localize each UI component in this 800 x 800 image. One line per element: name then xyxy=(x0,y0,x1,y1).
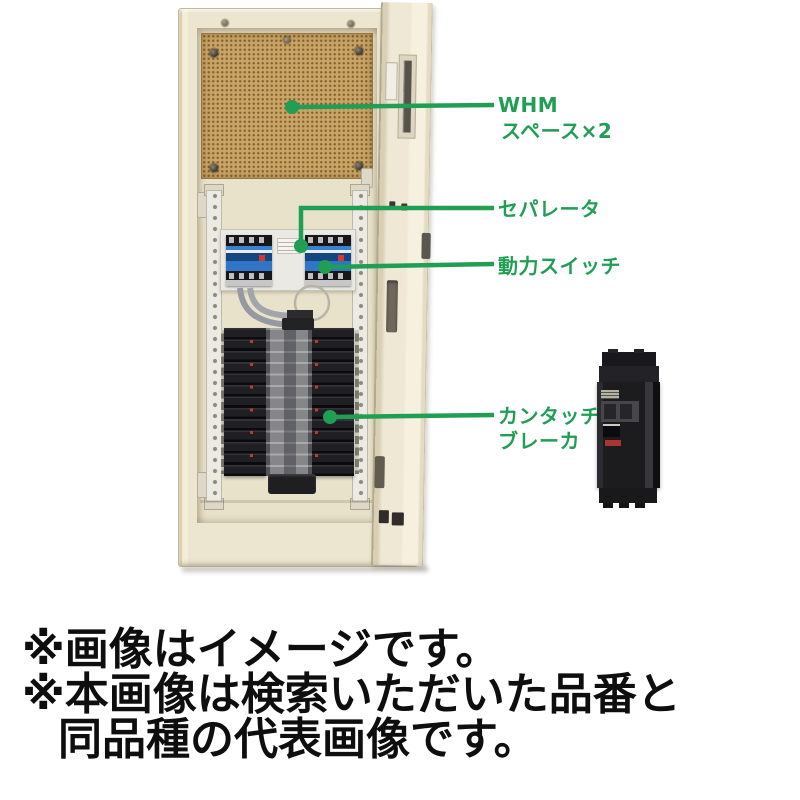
board-screw xyxy=(284,37,290,43)
power-switch-left xyxy=(226,235,272,286)
breaker-clips-right xyxy=(355,330,359,474)
breaker-toggle xyxy=(603,424,620,437)
breaker-top-cap xyxy=(602,349,656,368)
callout-label-whm: WHM スペース×2 xyxy=(498,92,612,144)
disclaimer-line-3: 同品種の代表画像です。 xyxy=(58,714,538,765)
door-latch-slit xyxy=(402,60,412,133)
busbar-cover xyxy=(284,328,296,476)
busbar-top-connector xyxy=(282,318,314,330)
breaker-terminals xyxy=(601,401,639,422)
board-screw xyxy=(355,47,363,55)
breaker-indicators-right xyxy=(315,340,318,468)
callout-label-kantouch-breaker: カンタッチ ブレーカ xyxy=(498,404,601,454)
breaker-clips-left xyxy=(221,330,225,474)
disclaimer-line-2: ※本画像は検索いただいた品番と xyxy=(22,669,681,720)
breaker-bottom-cap xyxy=(599,488,657,503)
door-foot xyxy=(378,510,389,524)
cabinet-door xyxy=(371,2,433,566)
branch-breaker-column-left xyxy=(224,328,266,476)
center-busbar xyxy=(266,328,312,476)
callout-label-separator: セパレータ xyxy=(498,197,601,221)
separator-plate xyxy=(277,238,301,254)
board-screw xyxy=(355,162,363,170)
cabinet-shadow xyxy=(182,566,428,572)
door-foot xyxy=(391,512,404,526)
trip-button xyxy=(259,255,265,261)
trip-button xyxy=(338,255,344,261)
disclaimer-line-1: ※画像はイメージです。 xyxy=(22,624,500,675)
breaker-red-indicator xyxy=(605,440,621,446)
breaker-mounting-feet xyxy=(603,503,649,508)
whm-label-line1: WHM xyxy=(498,93,559,117)
door-latch-plate xyxy=(385,62,398,101)
door-lower-slot xyxy=(374,456,385,489)
whm-mounting-board xyxy=(201,33,373,179)
callout-label-power-switch: 動力スイッチ xyxy=(498,254,621,278)
power-switch-right xyxy=(305,235,351,286)
board-screw xyxy=(210,49,218,57)
whm-label-line2: スペース×2 xyxy=(501,119,613,143)
busbar-bottom-connector xyxy=(268,474,316,494)
kantouch-breaker-product xyxy=(593,348,665,508)
door-handle xyxy=(421,232,431,259)
kantouch-label-line2: ブレーカ xyxy=(498,429,580,453)
frame-screw xyxy=(348,21,354,27)
interior-ledge-shadow xyxy=(200,500,376,503)
breaker-shoulder xyxy=(599,366,659,384)
disclaimer-text: ※画像はイメージです。 ※本画像は検索いただいた品番と 同品種の代表画像です。 xyxy=(22,627,681,762)
breaker-rating-label xyxy=(601,390,619,399)
door-screw xyxy=(389,201,396,209)
frame-screw xyxy=(222,20,228,26)
door-screw xyxy=(401,203,408,211)
branch-breaker-column-right xyxy=(312,328,354,476)
board-screw xyxy=(210,164,218,172)
door-lock-slot xyxy=(386,280,398,333)
kantouch-label-line1: カンタッチ xyxy=(498,404,601,428)
breaker-indicators-left xyxy=(250,340,253,468)
